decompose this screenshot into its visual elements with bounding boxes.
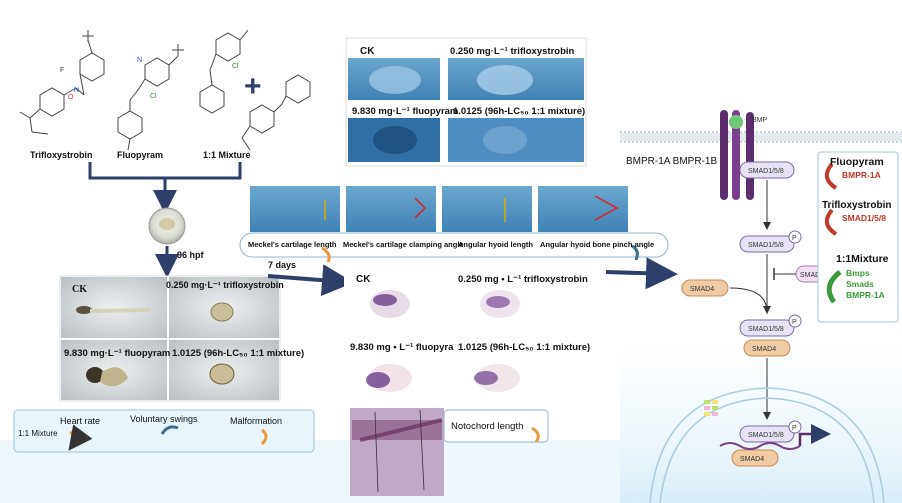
smad-phos-1-label: SMAD1/5/8 bbox=[748, 242, 784, 249]
measure-hyoid-angle: Angular hyoid bone pinch angle bbox=[540, 240, 654, 249]
legend-mixture-bmpr1a: BMPR-1A bbox=[846, 290, 885, 300]
days-label: 7 days bbox=[268, 260, 296, 270]
smad4-free-label: SMAD4 bbox=[690, 286, 714, 293]
endpoint-malformation: Malformation bbox=[230, 416, 282, 426]
nuclear-smad-p: P bbox=[792, 425, 797, 432]
nucleus bbox=[649, 387, 885, 503]
trifloxystrobin-structure bbox=[19, 30, 105, 135]
measure-meckel-length: Meckel's cartilage length bbox=[248, 240, 337, 249]
measure-meckel-angle: Meckel's cartilage clamping angle bbox=[343, 240, 464, 249]
bmp-receptors bbox=[720, 110, 754, 200]
mixture-structure-b bbox=[241, 74, 311, 151]
smad6-label: SMAD6 bbox=[800, 272, 824, 279]
smad4-free bbox=[681, 279, 771, 314]
smad-top-label: SMAD1/5/8 bbox=[748, 168, 784, 175]
measurement-photos bbox=[250, 186, 628, 232]
fluopyram-name: Fluopyram bbox=[117, 150, 163, 160]
notochord-label: Notochord length bbox=[451, 421, 523, 432]
endpoint-mixture: 1:1 Mixture bbox=[18, 429, 58, 438]
nuclear-smad-label: SMAD1/5/8 bbox=[748, 432, 784, 439]
cartilage-ck-label: CK bbox=[360, 46, 375, 57]
trifloxystrobin-cf3-label: F bbox=[60, 67, 64, 74]
smad-complex-label: SMAD1/5/8 bbox=[748, 326, 784, 333]
stain-triflox-label: 0.250 mg • L⁻¹ trifloxystrobin bbox=[458, 274, 588, 285]
nuclear-pore bbox=[704, 400, 718, 416]
legend-box bbox=[817, 151, 899, 323]
petri-dish bbox=[148, 207, 186, 245]
cartilage-fluopyram-label: 9.830 mg·L⁻¹ fluopyram bbox=[352, 106, 458, 117]
receptors-label: BMPR-1A BMPR-1B bbox=[626, 156, 717, 167]
cartilage-panel bbox=[345, 37, 587, 167]
smad-top bbox=[739, 161, 795, 179]
notochord-box bbox=[443, 409, 549, 443]
trifloxystrobin-name: Trifloxystrobin bbox=[30, 150, 93, 160]
legend-mixture-smads: Smads bbox=[846, 279, 874, 289]
endpoint-box bbox=[13, 409, 315, 453]
endpoint-heart-rate: Heart rate bbox=[60, 416, 100, 426]
smad-phos-1-p: P bbox=[792, 235, 797, 242]
legend-fluopyram: Fluopyram bbox=[830, 156, 884, 168]
cartilage-triflox-label: 0.250 mg·L⁻¹ trifloxystrobin bbox=[450, 46, 575, 57]
pathway-arrow bbox=[605, 257, 678, 290]
mixture-a-cl-label: Cl bbox=[232, 63, 239, 70]
stain-fluopyram-label: 9.830 mg • L⁻¹ fluopyra bbox=[350, 342, 454, 353]
fluopyram-n-label: N bbox=[137, 57, 142, 64]
chemical-bracket bbox=[88, 162, 242, 214]
legend-mixture-bmps: Bmps bbox=[846, 268, 870, 278]
notochord-photo bbox=[350, 408, 444, 496]
mixture-structure-a bbox=[199, 29, 249, 114]
smad-complex bbox=[739, 314, 802, 357]
measure-hyoid-length: Angular hyoid length bbox=[458, 240, 533, 249]
bmp-label: BMP bbox=[752, 117, 768, 124]
hpf-label: 96 hpf bbox=[177, 250, 205, 260]
legend-trifloxy-smad158: SMAD1/5/8 bbox=[842, 213, 886, 223]
stain-ck-label: CK bbox=[356, 274, 371, 285]
smad-phos-1 bbox=[739, 230, 802, 253]
larvae-fluopyram-label: 9.830 mg·L⁻¹ fluopyram bbox=[64, 348, 170, 359]
stain-panel bbox=[344, 268, 604, 403]
smad-complex-smad4: SMAD4 bbox=[752, 346, 776, 353]
measure-strip bbox=[239, 232, 669, 263]
smad-complex-p: P bbox=[792, 319, 797, 326]
larvae-mixture-label: 1.0125 (96h-LC₅₀ 1:1 mixture) bbox=[172, 348, 304, 359]
stain-mixture-label: 1.0125 (96h-LC₅₀ 1:1 mixture) bbox=[458, 342, 590, 353]
trifloxystrobin-o-label: O bbox=[68, 94, 74, 101]
trifloxystrobin-n-label: N bbox=[74, 87, 79, 94]
legend-mixture: 1:1Mixture bbox=[836, 253, 889, 265]
legend-fluopyram-bmpr1a: BMPR-1A bbox=[842, 170, 881, 180]
larvae-photo-panel bbox=[59, 275, 281, 402]
legend-trifloxystrobin: Trifloxystrobin bbox=[822, 200, 891, 211]
nuclear-smad-complex bbox=[719, 420, 831, 467]
fluopyram-cl-label: Cl bbox=[150, 93, 157, 100]
plus-sign: + bbox=[244, 70, 262, 103]
endpoint-swings: Voluntary swings bbox=[130, 414, 198, 424]
mixture-name: 1:1 Mixture bbox=[203, 150, 251, 160]
larvae-ck-label: CK bbox=[72, 284, 87, 295]
larvae-triflox-label: 0.250 mg·L⁻¹ trifloxystrobin bbox=[166, 280, 284, 290]
days-arrow bbox=[267, 264, 354, 297]
cell-membrane bbox=[620, 131, 902, 143]
nuclear-smad4-label: SMAD4 bbox=[740, 456, 764, 463]
fluopyram-structure bbox=[117, 44, 184, 151]
cartilage-mixture-label: 1.0125 (96h-LC₅₀ 1:1 mixture) bbox=[453, 106, 585, 117]
